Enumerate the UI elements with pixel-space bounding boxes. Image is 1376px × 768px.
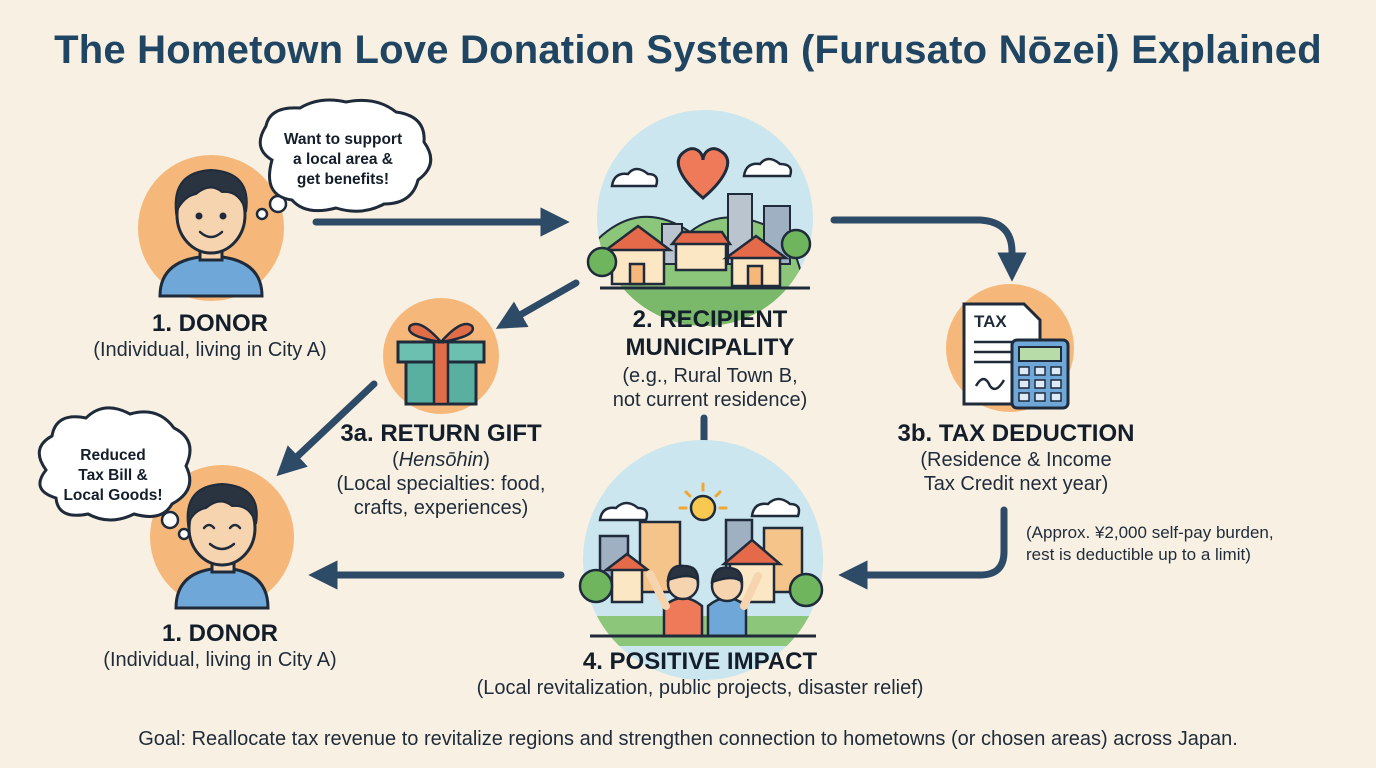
donor-bottom-title: 1. DONOR <box>161 620 278 647</box>
return-gift-subtitle-line: (Local specialties: food, <box>336 473 546 495</box>
tax-note: (Approx. ¥2,000 self-pay burden, rest is… <box>1026 522 1366 566</box>
donor-top-thought-bubble-icon <box>255 98 433 221</box>
tax-deduction-label: 3b. TAX DEDUCTION (Residence & Income Ta… <box>870 420 1162 496</box>
donor-bottom-label: 1. DONOR (Individual, living in City A) <box>70 620 370 672</box>
arrow-tax-to-impact <box>838 506 1008 590</box>
arrow-municipality-to-gift <box>495 279 580 329</box>
heart-icon <box>676 147 730 200</box>
municipality-label: 2. RECIPIENT MUNICIPALITY (e.g., Rural T… <box>560 306 860 412</box>
return-gift-term: (Hensōhin) <box>392 449 490 471</box>
return-gift-subtitle-line: crafts, experiences) <box>353 497 529 519</box>
return-gift-title: 3a. RETURN GIFT <box>340 420 542 447</box>
donor-top-thought-text: Want to support a local area & get benef… <box>268 130 418 190</box>
tax-label: TAX <box>974 312 1007 331</box>
town-icon <box>586 110 813 326</box>
return-gift-label: 3a. RETURN GIFT (Hensōhin) (Local specia… <box>300 420 582 520</box>
gift-icon <box>383 298 499 414</box>
municipality-subtitle-line: (e.g., Rural Town B, <box>622 365 798 387</box>
thought-line: get benefits! <box>296 171 390 188</box>
donor-top-person-icon <box>138 155 284 301</box>
thought-line: Reduced <box>80 447 146 464</box>
sun-icon <box>678 482 728 522</box>
goal-statement: Goal: Reallocate tax revenue to revitali… <box>138 728 1238 750</box>
impact-label: 4. POSITIVE IMPACT (Local revitalization… <box>420 648 980 700</box>
municipality-title-line: MUNICIPALITY <box>625 334 795 361</box>
impact-subtitle: (Local revitalization, public projects, … <box>476 677 924 699</box>
donor-top-label: 1. DONOR (Individual, living in City A) <box>60 310 360 362</box>
tax-note-line: rest is deductible up to a limit) <box>1026 545 1251 564</box>
tax-note-line: (Approx. ¥2,000 self-pay burden, <box>1026 523 1274 542</box>
donor-top-title: 1. DONOR <box>151 310 268 337</box>
donor-bottom-subtitle: (Individual, living in City A) <box>103 649 337 671</box>
calculator-icon <box>1010 338 1070 410</box>
thought-line: a local area & <box>293 151 393 168</box>
tax-deduction-title: 3b. TAX DEDUCTION <box>897 420 1135 447</box>
arrow-gift-to-donor <box>276 380 378 477</box>
thought-line: Local Goods! <box>63 487 163 504</box>
municipality-title-line: 2. RECIPIENT <box>632 306 788 333</box>
donor-top-subtitle: (Individual, living in City A) <box>93 339 327 361</box>
city-icon <box>578 440 824 680</box>
impact-title: 4. POSITIVE IMPACT <box>582 648 818 675</box>
donor-bottom-thought-bubble-icon <box>37 406 192 541</box>
thought-line: Want to support <box>283 131 403 148</box>
municipality-subtitle-line: not current residence) <box>612 389 808 411</box>
tax-deduction-subtitle-line: Tax Credit next year) <box>923 473 1109 495</box>
tax-deduction-subtitle-line: (Residence & Income <box>920 449 1112 471</box>
arrow-municipality-to-tax <box>830 216 1027 282</box>
donor-bottom-person-icon <box>150 465 294 610</box>
return-gift-term-word: Hensōhin <box>398 449 484 471</box>
donor-bottom-thought-text: Reduced Tax Bill & Local Goods! <box>48 446 178 506</box>
thought-line: Tax Bill & <box>78 467 148 484</box>
page-title: The Hometown Love Donation System (Furus… <box>54 28 1322 72</box>
